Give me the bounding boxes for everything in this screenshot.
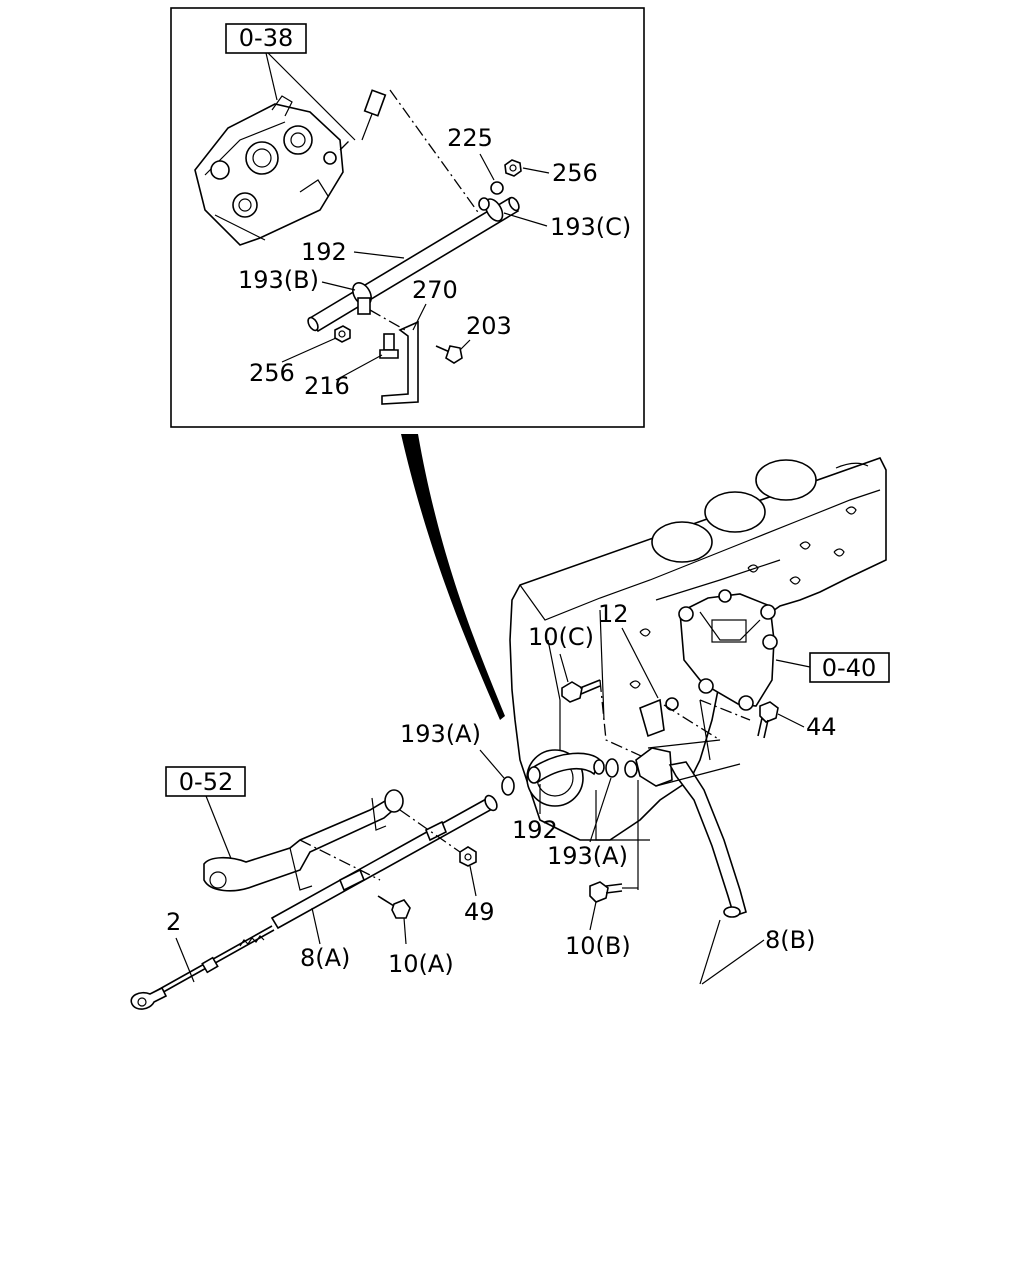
- dash-line-8a-1: [299, 839, 381, 881]
- bolt-44: [757, 701, 779, 739]
- label-192-inset: 192: [301, 238, 347, 266]
- label-256-lower: 256: [249, 359, 295, 387]
- label-10c: 10(C): [528, 623, 594, 651]
- housing-part: [194, 95, 344, 246]
- ref-label-0-38: 0-38: [239, 24, 293, 52]
- bolt-10c: [561, 679, 601, 703]
- dash-line-inset-3: [369, 309, 406, 331]
- bracket-pipe-8b: [624, 739, 747, 918]
- label-8a: 8(A): [300, 944, 350, 972]
- hose-192-lower: [527, 752, 605, 784]
- label-12: 12: [598, 600, 629, 628]
- label-193c: 193(C): [550, 213, 631, 241]
- leader-0-40: [775, 659, 811, 668]
- detail-connector-swoosh: [401, 434, 505, 720]
- leader-0-38-a: [265, 52, 278, 101]
- label-203: 203: [466, 312, 512, 340]
- label-8b: 8(B): [765, 926, 815, 954]
- ref-label-0-40: 0-40: [822, 654, 876, 682]
- thermostat-housing: [678, 589, 778, 711]
- ref-box-0-52[interactable]: [165, 766, 246, 797]
- nut-49: [459, 846, 477, 867]
- bolt-203: [435, 345, 463, 364]
- leader-0-52: [205, 795, 235, 867]
- clamp-193a-left: [501, 776, 515, 796]
- bolt-10b: [589, 881, 623, 903]
- nut-256-lower: [334, 325, 351, 343]
- label-2: 2: [166, 908, 181, 936]
- detail-inset: 0-38: [170, 7, 645, 428]
- bracket-270: [381, 320, 419, 405]
- leader-0-38-b: [267, 52, 356, 141]
- dash-line-8a-2: [399, 809, 461, 853]
- label-193b: 193(B): [238, 266, 319, 294]
- clamp-193b: [352, 282, 372, 315]
- label-270: 270: [412, 276, 458, 304]
- label-10a: 10(A): [388, 950, 454, 978]
- label-256-top: 256: [552, 159, 598, 187]
- label-193a-upper: 193(A): [400, 720, 481, 748]
- label-225: 225: [447, 124, 493, 152]
- fitting-top: [361, 89, 387, 141]
- ref-label-0-52: 0-52: [179, 768, 233, 796]
- dash-line-10c: [599, 679, 651, 761]
- label-49: 49: [464, 898, 495, 926]
- dash-line-inset-2: [339, 139, 351, 151]
- dash-line-44: [699, 699, 751, 721]
- label-192-lower: 192: [512, 816, 558, 844]
- detail-inset-frame: [170, 7, 645, 428]
- clamp-193c: [478, 197, 504, 222]
- label-10b: 10(B): [565, 932, 631, 960]
- label-44: 44: [806, 713, 837, 741]
- dash-line-inset-1: [389, 89, 481, 216]
- bolt-216: [379, 333, 399, 359]
- nut-256-top: [504, 159, 522, 177]
- oil-pan-flange: [203, 789, 404, 892]
- dash-line-12: [663, 704, 721, 741]
- guide-tube-8a: [270, 794, 498, 930]
- bolt-10a: [377, 895, 411, 919]
- dipstick-2: [130, 925, 275, 1010]
- ref-box-0-40[interactable]: [809, 652, 890, 683]
- clamp-193a-right: [605, 758, 619, 778]
- washer-225: [490, 181, 504, 195]
- label-193a-lower: 193(A): [547, 842, 628, 870]
